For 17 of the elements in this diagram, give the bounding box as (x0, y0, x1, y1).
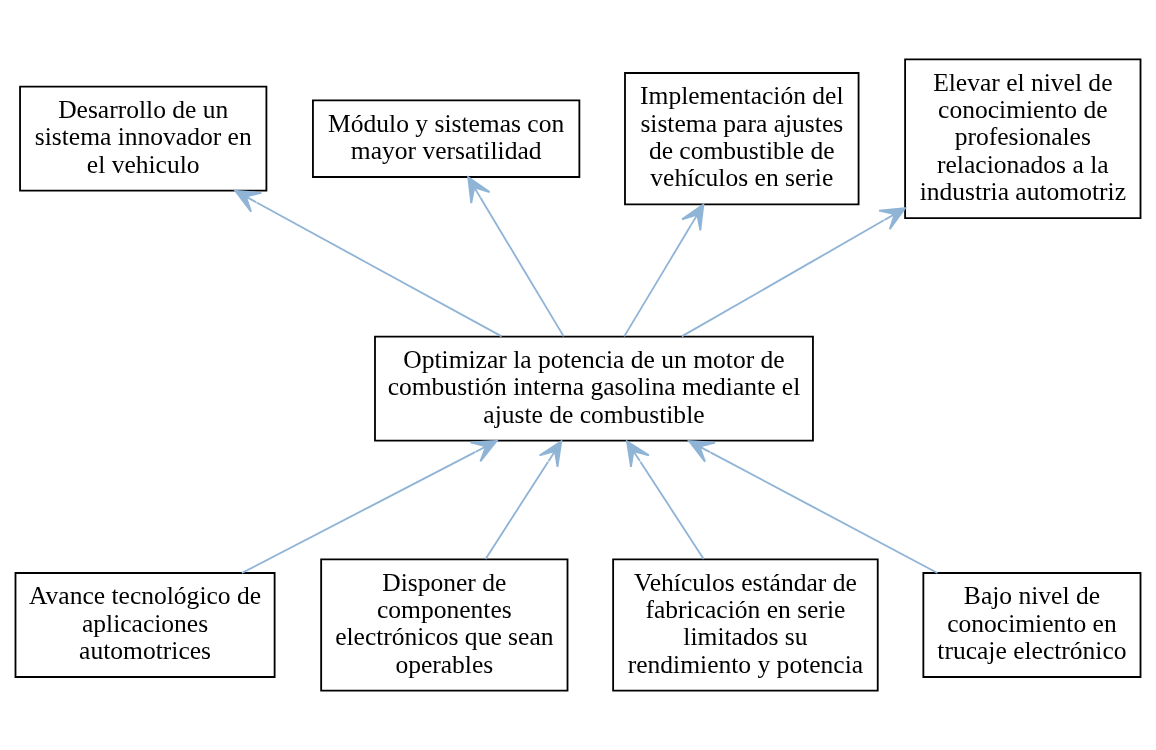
node-box: Elevar el nivel de conocimiento de profesionales relacionados a la industria automotriz (904, 58, 1142, 219)
arrow (680, 207, 906, 338)
arrow (623, 203, 705, 338)
arrow (626, 440, 705, 560)
node-box: Disponer de componentes electrónicos que sean operables (320, 558, 569, 692)
arrow (688, 440, 939, 574)
node-box: Desarrollo de un sistema innovador en el vehiculo (19, 85, 268, 192)
arrow (467, 176, 565, 338)
arrow (241, 440, 498, 574)
arrow (484, 440, 563, 560)
node-box: Optimizar la potencia de un motor de combustión interna gasolina mediante el ajuste de combustible (374, 335, 814, 442)
node-box: Módulo y sistemas con mayor versatilidad (312, 99, 581, 178)
node-box: Implementación del sistema para ajustes de combustible de vehículos en serie (624, 72, 860, 206)
node-box: Vehículos estándar de fabricación en serie limitados su rendimiento y potencia (612, 558, 879, 692)
arrow (234, 190, 503, 338)
node-box: Bajo nivel de conocimiento en trucaje electrónico (922, 572, 1142, 678)
node-box: Avance tecnológico de aplicaciones automotrices (14, 572, 276, 678)
